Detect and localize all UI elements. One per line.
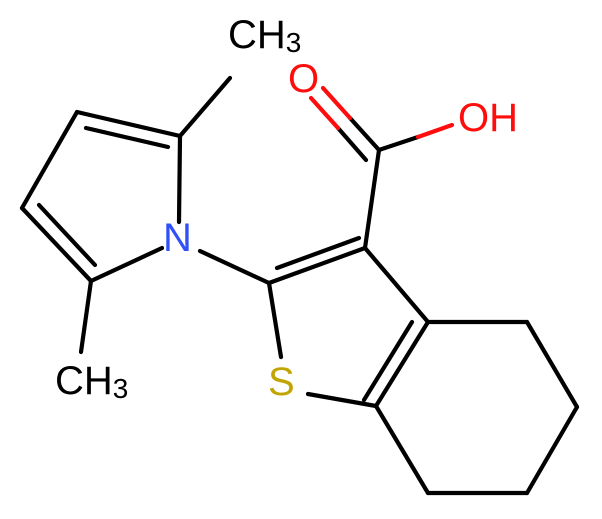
bond-ring — [373, 403, 431, 496]
sulfur-label: S — [268, 360, 295, 404]
bond-c-o-double — [335, 125, 369, 163]
bond-ring-double — [361, 319, 415, 403]
methyl-subscript: 3 — [113, 373, 129, 404]
methyl-base: CH — [228, 13, 286, 57]
methyl-base: CH — [55, 359, 113, 403]
bond-layer — [19, 75, 580, 496]
bond-ring — [524, 404, 580, 496]
bond-ring-double — [36, 202, 98, 268]
bond-ring — [19, 109, 80, 211]
hydroxyl-label: OH — [458, 96, 518, 140]
bond-ring — [88, 245, 165, 284]
bond-c-oh — [376, 134, 421, 153]
bond-c-oh — [415, 122, 455, 140]
methyl-label: CH3 — [228, 13, 301, 58]
nitrogen-label: N — [163, 216, 192, 260]
bond-c-s — [266, 280, 284, 360]
methyl-label: CH3 — [55, 359, 128, 404]
label-layer: O OH N S CH3 CH3 — [55, 13, 518, 404]
bond-c-o-double — [347, 115, 382, 153]
bond-ring — [74, 109, 183, 139]
bond-c-s — [305, 391, 379, 409]
bond-methyl — [78, 278, 94, 355]
bond-ring-double — [274, 235, 362, 271]
bond-c-o-double — [320, 85, 353, 121]
bond-c-c — [362, 147, 382, 251]
methyl-subscript: 3 — [286, 27, 302, 58]
bond-ring — [524, 319, 580, 410]
bond-ring — [176, 133, 183, 225]
bond-ring — [266, 245, 368, 286]
bond-ring — [19, 205, 94, 284]
bond-ring — [362, 245, 431, 325]
bond-ring-double — [83, 125, 171, 150]
oxygen-label: O — [288, 57, 319, 101]
bond-n-c — [197, 248, 272, 286]
bond-ring — [373, 319, 431, 409]
bond-methyl — [177, 75, 233, 139]
bond-c-o-double — [308, 95, 341, 131]
